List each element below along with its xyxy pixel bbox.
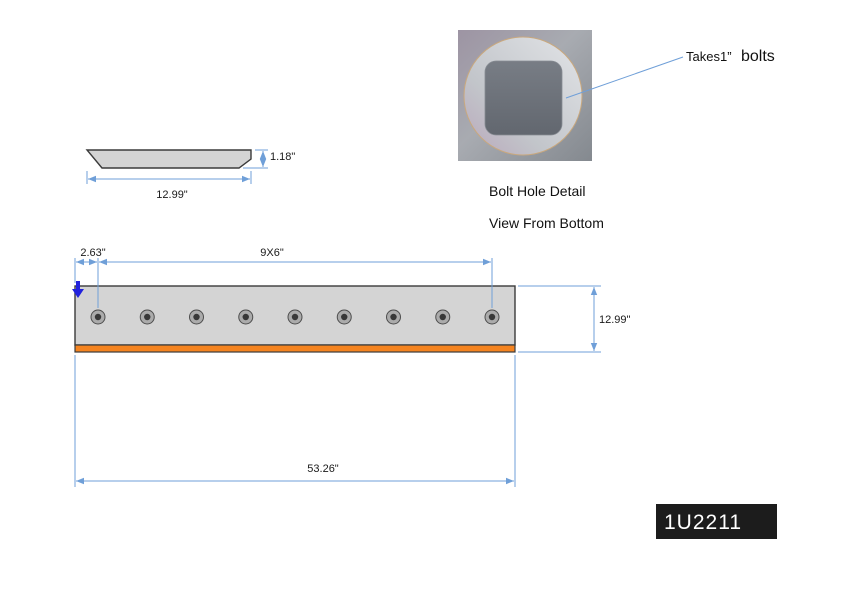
detail-hole-square xyxy=(484,60,563,136)
side-width-dim-text: 12.99" xyxy=(156,189,188,201)
leader-line xyxy=(565,56,684,99)
depth-dim-text: 12.99" xyxy=(599,314,631,326)
edge-to-hole-dimension: 2.63" xyxy=(74,247,106,308)
detail-caption: Bolt Hole Detail xyxy=(489,183,586,199)
bolt-hole-center xyxy=(488,313,496,321)
side-profile-view: 1.18" 12.99" xyxy=(85,149,295,201)
bolt-hole-center xyxy=(390,313,397,321)
bolt-hole-center xyxy=(242,313,249,321)
bolt-hole-center xyxy=(94,313,102,321)
hole-pattern-dim-text: 9X6" xyxy=(260,247,284,259)
part-number-box xyxy=(656,504,777,539)
bottom-view: 2.63" 9X6" 12.99" 53.26" xyxy=(72,247,631,487)
leader-label: Takes1” bolts xyxy=(686,48,775,65)
part-number-text: 1U2211 xyxy=(664,511,742,534)
leader-label-takes: Takes1” xyxy=(686,49,732,64)
leader-label-bolts: bolts xyxy=(741,48,775,65)
title-block: 1U2211 xyxy=(656,504,777,539)
hole-pattern-dimension: 9X6" xyxy=(99,247,493,308)
bolt-hole-center xyxy=(341,313,348,321)
bolt-hole-center xyxy=(291,313,299,321)
edge-to-hole-dim-text: 2.63" xyxy=(80,247,105,259)
bolt-hole-detail-view: Takes1” bolts Bolt Hole Detail View From… xyxy=(458,30,775,231)
thickness-dim-text: 1.18" xyxy=(270,151,295,163)
length-dim-text: 53.26" xyxy=(307,463,339,475)
thickness-dimension: 1.18" xyxy=(243,149,295,169)
bolt-hole-center xyxy=(144,313,151,321)
depth-dimension: 12.99" xyxy=(518,285,631,353)
side-width-dimension: 12.99" xyxy=(86,171,252,201)
bolt-hole-center xyxy=(439,313,446,321)
orange-edge xyxy=(74,344,516,353)
down-arrow-icon xyxy=(72,281,84,298)
bolt-hole-center xyxy=(193,313,200,321)
bolt-holes xyxy=(90,309,500,325)
length-dimension: 53.26" xyxy=(74,355,516,487)
side-profile-shape xyxy=(85,149,252,169)
detail-subcaption: View From Bottom xyxy=(489,215,604,231)
